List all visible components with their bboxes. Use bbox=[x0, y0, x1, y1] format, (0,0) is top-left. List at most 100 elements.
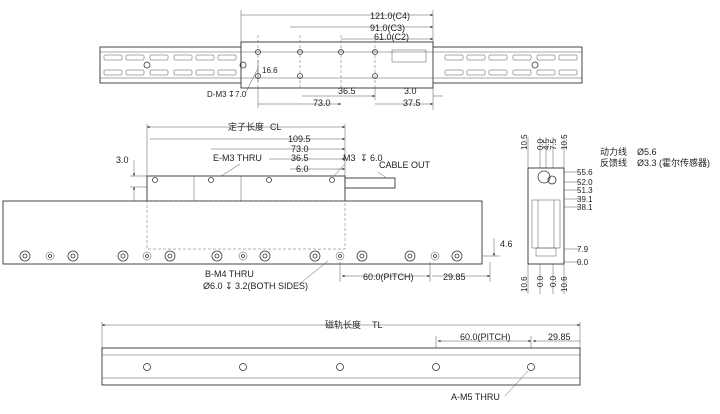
stator-hole bbox=[329, 177, 335, 183]
rail-side-hole-thru-inner bbox=[338, 254, 342, 258]
depth-icon: ↧ bbox=[360, 153, 368, 163]
mover-hole bbox=[338, 49, 344, 55]
rail-side-hole bbox=[356, 250, 368, 262]
rail-side-hole-thru bbox=[335, 251, 345, 261]
stator-hole bbox=[266, 177, 272, 183]
power-cable-value: Ø5.6 bbox=[637, 147, 657, 157]
rail-side-hole-thru bbox=[142, 251, 152, 261]
rail-slot bbox=[195, 54, 215, 61]
rail-side-hole-inner bbox=[454, 253, 460, 259]
mover-hole bbox=[255, 49, 261, 55]
mid-dim-6-0: 6.0 bbox=[296, 164, 309, 174]
side-bottom-dim-1: 0.0 bbox=[536, 275, 545, 287]
rail-slot bbox=[488, 54, 508, 61]
rail-length-label: 磁轨长度 bbox=[325, 319, 361, 330]
top-dim-37-5: 37.5 bbox=[403, 98, 421, 108]
feedback-cable-value: Ø3.3 (霍尔传感器) bbox=[637, 157, 710, 168]
middle-view: 定子长度 CL 109.5 73.0 36.5 6.0 E-M3 THRU M3… bbox=[2, 121, 513, 291]
rail-slot bbox=[466, 54, 486, 61]
rail-slot bbox=[444, 69, 464, 76]
rail-mount-hole bbox=[143, 363, 151, 371]
top-view: 121.0(C4) 91.0(C3) 61.0(C2) 16.6 D-M3 ↧ … bbox=[99, 10, 583, 110]
m3-label: M3 bbox=[343, 153, 356, 163]
rail-side-hole-inner bbox=[22, 253, 28, 259]
stator-outline bbox=[146, 200, 346, 250]
top-dim-height: 16.6 bbox=[262, 66, 278, 75]
rail-slot bbox=[125, 69, 145, 76]
feedback-cable-label: 反馈线 bbox=[600, 157, 627, 168]
rail-mount-hole bbox=[336, 363, 344, 371]
cable-out-label: CABLE OUT bbox=[379, 160, 431, 170]
top-d-hole-label: D-M3 bbox=[207, 90, 227, 99]
mover-hole bbox=[297, 73, 303, 79]
side-top-dim-3: 7.5 bbox=[549, 138, 558, 150]
rail-slot bbox=[444, 54, 464, 61]
top-mover-holes bbox=[143, 49, 539, 79]
rail-slot bbox=[173, 54, 193, 61]
rail-mount-hole bbox=[527, 363, 535, 371]
top-d-hole-depth: 7.0 bbox=[235, 90, 247, 99]
stator-hole bbox=[208, 177, 214, 183]
top-dim-c3: 91.0(C3) bbox=[370, 23, 405, 33]
rail-side-hole bbox=[117, 250, 129, 262]
mover-hole bbox=[297, 49, 303, 55]
rail-side-hole bbox=[164, 250, 176, 262]
rail-slot bbox=[103, 69, 123, 76]
side-right-dim-2: 51.3 bbox=[577, 186, 593, 195]
rail-slot bbox=[125, 54, 145, 61]
side-right-dim-6: 0.0 bbox=[577, 258, 589, 267]
side-top-dim-1: 0.0 bbox=[536, 138, 545, 150]
side-right-dim-0: 55.6 bbox=[577, 168, 593, 177]
rail-slot bbox=[466, 69, 486, 76]
bottom-end: 29.85 bbox=[548, 332, 571, 342]
rail-hole bbox=[143, 61, 151, 69]
rail-side-hole bbox=[309, 250, 321, 262]
depth-icon: ↧ bbox=[228, 90, 235, 99]
rail-slot bbox=[536, 69, 556, 76]
top-dim-c4: 121.0(C4) bbox=[370, 11, 410, 21]
magnet-rail-top bbox=[101, 347, 581, 386]
rail-side-hole-thru bbox=[238, 251, 248, 261]
rail-side-hole-thru-inner bbox=[48, 254, 52, 258]
rail-side-hole-inner bbox=[70, 253, 76, 259]
side-bottom-dim-2: 0.0 bbox=[549, 275, 558, 287]
top-window bbox=[391, 49, 427, 63]
side-right-dim-1: 52.0 bbox=[577, 178, 593, 187]
rail-slot bbox=[558, 69, 578, 76]
top-rail-slots bbox=[103, 54, 578, 76]
rail-slot bbox=[149, 69, 169, 76]
mid-end: 29.85 bbox=[443, 272, 466, 282]
rail-side-hole-inner bbox=[359, 253, 365, 259]
rail-side-hole bbox=[19, 250, 31, 262]
side-bottom-dim-0: 10.6 bbox=[520, 276, 529, 292]
rail-side-hole-thru-inner bbox=[241, 254, 245, 258]
side-right-dim-5: 7.9 bbox=[577, 245, 589, 254]
side-bottom-dim-3: 10.6 bbox=[560, 276, 569, 292]
rail-side-hole-inner bbox=[407, 253, 413, 259]
mid-dim-109-5: 109.5 bbox=[288, 134, 311, 144]
rail-side-hole-inner bbox=[167, 253, 173, 259]
stator-holes bbox=[152, 177, 335, 183]
side-right-dim-4: 38.1 bbox=[577, 203, 593, 212]
side-right-dim-3: 39.1 bbox=[577, 195, 593, 204]
top-dim-3-0: 3.0 bbox=[404, 86, 417, 96]
rail-slot bbox=[149, 54, 169, 61]
side-top-dim-0: 10.5 bbox=[520, 134, 529, 150]
a-hole-label: A-M5 THRU bbox=[451, 392, 500, 402]
rail-slot bbox=[558, 54, 578, 61]
rail-side-hole-inner bbox=[312, 253, 318, 259]
mover-hole bbox=[372, 49, 378, 55]
feedback-cable-end bbox=[547, 175, 557, 185]
rail-side-holes bbox=[19, 250, 463, 262]
mid-dim-4-6: 4.6 bbox=[500, 239, 513, 249]
e-hole-label: E-M3 THRU bbox=[213, 153, 262, 163]
rail-mount-hole bbox=[432, 363, 440, 371]
rail-slot bbox=[512, 54, 532, 61]
mid-dim-3-0: 3.0 bbox=[116, 155, 129, 165]
power-cable-label: 动力线 bbox=[600, 146, 627, 157]
m3-depth: 6.0 bbox=[370, 153, 383, 163]
rail-slot bbox=[217, 54, 237, 61]
side-view: 10.5 0.0 4.5 7.5 10.5 55.6 52.0 51.3 39.… bbox=[520, 134, 710, 294]
rail-side-hole bbox=[404, 250, 416, 262]
